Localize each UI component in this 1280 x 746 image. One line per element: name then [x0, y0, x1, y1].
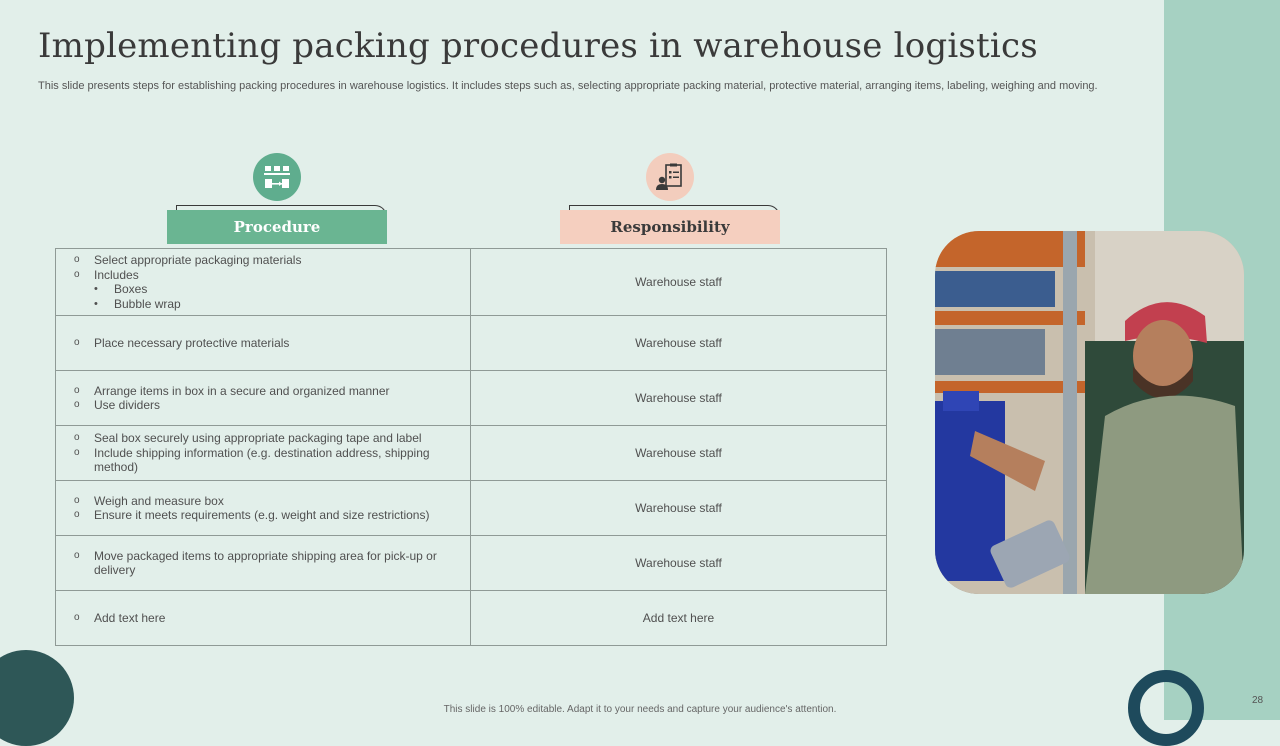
slide-title: Implementing packing procedures in wareh…	[38, 26, 1038, 66]
step-text: Seal box securely using appropriate pack…	[94, 431, 422, 446]
procedure-step: o Seal box securely using appropriate pac…	[74, 431, 460, 446]
procedure-step: o Add text here	[74, 611, 460, 626]
responsibility-cell: Warehouse staff	[470, 315, 887, 371]
procedure-step: o Move packaged items to appropriate ship…	[74, 549, 460, 578]
procedure-header: Procedure	[167, 210, 387, 244]
responsibility-cell: Warehouse staff	[470, 370, 887, 426]
procedure-substep: • Boxes	[74, 282, 460, 297]
step-text: Use dividers	[94, 398, 161, 412]
procedure-step: o Select appropriate packaging materials	[74, 253, 460, 268]
circle-bullet: o	[74, 432, 80, 444]
table-row: o Arrange items in box in a secure and or…	[55, 370, 887, 426]
step-text: Add text here	[94, 610, 166, 625]
slide-subtitle: This slide presents steps for establishi…	[38, 80, 1098, 92]
circle-bullet: o	[74, 549, 80, 561]
responsibility-header: Responsibility	[560, 210, 780, 244]
procedure-cell: o Place necessary protective materials	[55, 315, 471, 371]
footer-note: This slide is 100% editable. Adapt it to…	[443, 704, 837, 715]
responsibility-cell: Add text here	[470, 590, 887, 646]
responsibility-cell: Warehouse staff	[470, 248, 887, 316]
decorative-circle	[0, 650, 74, 746]
procedure-substep: • Bubble wrap	[74, 297, 460, 312]
procedure-step: o Ensure it meets requirements (e.g. weig…	[74, 508, 460, 523]
circle-bullet: o	[74, 611, 80, 623]
step-text: Move packaged items to appropriate shipp…	[94, 548, 437, 578]
step-text: Include shipping information (e.g. desti…	[94, 445, 430, 475]
step-text: Arrange items in box in a secure and org…	[94, 383, 390, 398]
warehouse-worker-photo	[935, 231, 1244, 594]
circle-bullet: o	[74, 446, 80, 458]
circle-bullet: o	[74, 268, 80, 280]
procedure-cell: o Seal box securely using appropriate pac…	[55, 425, 471, 481]
page-number: 28	[1252, 695, 1264, 706]
procedure-step: o Include shipping information (e.g. dest…	[74, 446, 460, 475]
procedure-step: o Use dividers	[74, 398, 460, 413]
step-text: Place necessary protective materials	[94, 335, 290, 350]
procedure-step: o Arrange items in box in a secure and or…	[74, 384, 460, 399]
circle-bullet: o	[74, 384, 80, 396]
checklist-person-icon	[646, 153, 694, 201]
table-row: o Place necessary protective materials Wa…	[55, 315, 887, 371]
procedure-step: o Includes	[74, 268, 460, 283]
step-text: Includes	[94, 267, 139, 282]
responsibility-cell: Warehouse staff	[470, 535, 887, 591]
dot-bullet: •	[94, 283, 98, 295]
responsibility-cell: Warehouse staff	[470, 480, 887, 536]
circle-bullet: o	[74, 254, 80, 265]
procedure-cell: o Add text here	[55, 590, 471, 646]
circle-bullet: o	[74, 494, 80, 506]
procedure-cell: o Arrange items in box in a secure and or…	[55, 370, 471, 426]
workflow-icon	[253, 153, 301, 201]
procedure-cell: o Move packaged items to appropriate ship…	[55, 535, 471, 591]
step-text: Select appropriate packaging materials	[94, 253, 302, 267]
substep-text: Boxes	[114, 282, 148, 296]
responsibility-cell: Warehouse staff	[470, 425, 887, 481]
step-text: Ensure it meets requirements (e.g. weigh…	[94, 508, 430, 522]
circle-bullet: o	[74, 399, 80, 410]
substep-text: Bubble wrap	[114, 296, 181, 311]
circle-bullet: o	[74, 336, 80, 348]
table-row: o Add text here Add text here	[55, 590, 887, 646]
table-row: o Move packaged items to appropriate ship…	[55, 535, 887, 591]
procedure-step: o Weigh and measure box	[74, 494, 460, 509]
circle-bullet: o	[74, 509, 80, 520]
step-text: Weigh and measure box	[94, 493, 224, 508]
dot-bullet: •	[94, 297, 98, 310]
table-row: o Seal box securely using appropriate pac…	[55, 425, 887, 481]
procedure-step: o Place necessary protective materials	[74, 336, 460, 351]
